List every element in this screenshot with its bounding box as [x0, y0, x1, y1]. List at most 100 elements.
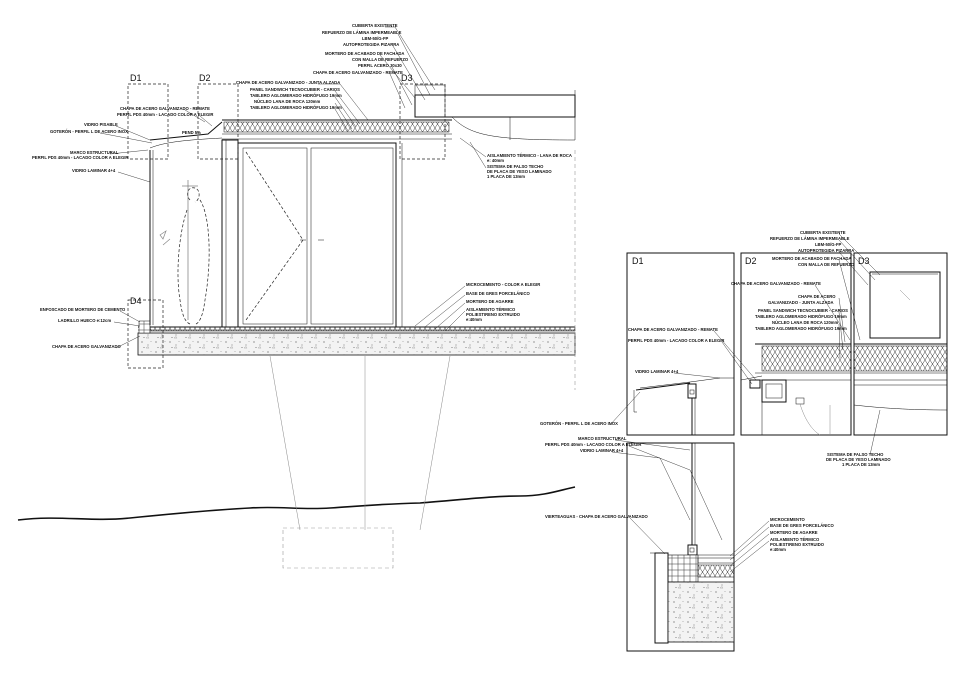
labels-top: CHAPA DE ACERO GALVANIZADO - JUNTA ALZAD… — [236, 80, 342, 110]
annotation-label: 1 PLACA DE 13mm — [842, 462, 880, 467]
annotation-label: GALVANIZADO - JUNTA ALZADA — [768, 300, 834, 305]
annotation-label: LADRILLO HUECO e:12cm — [58, 318, 111, 323]
detail-panel-d4 — [626, 442, 735, 652]
annotation-label: TABLERO AGLOMERADO HIDRÓFUGO 19mm — [755, 326, 847, 331]
annotation-label: SISTEMA DE FALSO TECHO — [827, 452, 884, 457]
shower-figure — [159, 180, 210, 325]
annotation-label: TABLERO AGLOMERADO HIDRÓFUGO 19mm — [755, 314, 847, 319]
detail-box-d3 — [399, 83, 446, 160]
sliding-door — [237, 142, 397, 328]
footing-outline — [282, 527, 394, 569]
annotation-label: AISLAMIENTO TÉRMICO — [770, 537, 820, 542]
detail-labels-d1: CHAPA DE ACERO GALVANIZADO - REMATE PERF… — [540, 327, 724, 426]
annotation-label: MICROCEMENTO - COLOR A ELEGIR — [466, 282, 540, 287]
annotation-label: LBM-50/G-FP — [815, 242, 841, 247]
terrain-line — [17, 486, 576, 521]
annotation-label: NÚCLEO LANA DE ROCA 120mm — [254, 99, 321, 104]
interior-column — [221, 139, 239, 328]
annotation-label: PERFIL ACERO 30x30 — [358, 63, 402, 68]
annotation-label: MORTERO DE AGARRE — [466, 299, 514, 304]
annotation-label: AISLAMIENTO TÉRMICO — [466, 307, 516, 312]
annotation-label: ENFOSCADO DE MORTERO DE CEMENTO — [40, 307, 126, 312]
detail-box-d4 — [127, 299, 164, 369]
annotation-label: GOTERÓN - PERFIL L DE ACERO INOX — [50, 129, 128, 134]
annotation-label: CUBIERTA EXISTENTE — [800, 230, 846, 235]
annotation-label: VIERTEAGUAS - CHAPA DE ACERO GALVANIZADO — [545, 514, 648, 519]
annotation-label: e:40mm — [466, 317, 482, 322]
floor-brick — [138, 320, 151, 334]
annotation-label: GOTERÓN - PERFIL L DE ACERO INOX — [540, 421, 618, 426]
annotation-label: LBM-50/G-FP — [362, 36, 388, 41]
annotation-label: PANEL SANDWICH TECNOCUBIER - CARIOS — [250, 87, 340, 92]
annotation-label: POLIESTIRENO EXTRUIDO — [770, 542, 825, 547]
annotation-label: AISLAMIENTO TÉRMICO - LANA DE ROCA — [487, 153, 572, 158]
annotation-label: CHAPA DE ACERO GALVANIZADO - REMATE — [731, 281, 821, 286]
annotation-label: MORTERO DE ACABADO DE FACHADA — [325, 51, 404, 56]
annotation-label: MARCO ESTRUCTURAL — [578, 436, 627, 441]
annotation-label: AUTOPROTEGIDA PIZARRA — [798, 248, 854, 253]
annotation-label: DE PLACA DE YESO LAMINADO — [487, 169, 552, 174]
annotation-label: TABLERO AGLOMERADO HIDRÓFUGO 19mm — [250, 93, 342, 98]
tag-d1: D1 — [130, 73, 142, 83]
annotation-label: 1 PLACA DE 13mm — [487, 174, 525, 179]
tag-d3: D3 — [401, 73, 413, 83]
annotation-label: CHAPA DE ACERO GALVANIZADO - REMATE — [120, 106, 210, 111]
detail-labels-d2: CUBIERTA EXISTENTE REFUERZO DE LÁMINA IM… — [731, 230, 855, 331]
tag-d2: D2 — [199, 73, 211, 83]
annotation-label: CUBIERTA EXISTENTE — [352, 23, 398, 28]
annotation-label: e: 40mm — [487, 158, 504, 163]
annotation-label: PERFIL PDS 40mm - LACADO COLOR A ELEGIR — [545, 442, 641, 447]
annotation-label: CON MALLA DE REFUERZO — [798, 262, 855, 267]
annotation-label: MARCO ESTRUCTURAL — [70, 150, 119, 155]
annotation-label: PERFIL PDS 40mm - LACADO COLOR A ELEGIR — [32, 155, 128, 160]
annotation-label: PERFIL PDS 40mm - LACADO COLOR A ELEGIR — [628, 338, 724, 343]
annotation-label: AUTOPROTEGIDA PIZARRA — [343, 42, 399, 47]
annotation-label: TABLERO AGLOMERADO HIDRÓFUGO 19mm — [250, 105, 342, 110]
annotation-label: CHAPA DE ACERO GALVANIZADO - REMATE — [313, 70, 403, 75]
main-section: D1 D2 D3 D4 PEND 5% CUBIERTA EXISTENTE R… — [17, 23, 576, 569]
annotation-label: MORTERO DE AGARRE — [770, 530, 818, 535]
annotation-label: CHAPA DE ACERO GALVANIZADO — [52, 344, 122, 349]
labels-floor-right: MICROCEMENTO - COLOR A ELEGIR BASE DE GR… — [466, 282, 540, 322]
detail-panel-d1 — [626, 252, 735, 436]
annotation-label: PERFIL PDS 40mm - LACADO COLOR A ELEGIR — [117, 112, 213, 117]
detail-labels-d4-left: MARCO ESTRUCTURAL PERFIL PDS 40mm - LACA… — [545, 436, 648, 519]
detail-tag-d1: D1 — [632, 256, 644, 266]
support-guides — [269, 355, 451, 531]
roof-sandwich-panel — [223, 121, 450, 133]
slope-note: PEND 5% — [182, 130, 201, 135]
labels-floor-left: ENFOSCADO DE MORTERO DE CEMENTO LADRILLO… — [40, 307, 126, 349]
existing-roof — [414, 94, 576, 118]
annotation-label: REFUERZO DE LÁMINA IMPERMEABLE — [770, 236, 850, 241]
labels-ceiling: AISLAMIENTO TÉRMICO - LANA DE ROCA e: 40… — [487, 153, 572, 179]
annotation-label: BASE DE GRES PORCELÁNICO — [466, 291, 530, 296]
detail-box-d2 — [197, 83, 239, 160]
annotation-label: VIDRIO LAMINAR 4+4 — [580, 448, 624, 453]
detail-box-d1 — [127, 83, 169, 160]
annotation-label: SISTEMA DE FALSO TECHO — [487, 164, 544, 169]
detail-sheet: D1 D2 D3 — [540, 230, 948, 652]
annotation-label: NÚCLEO LANA DE ROCA 120mm — [772, 320, 839, 325]
annotation-label: VIDRIO LAMINAR 4+4 — [72, 168, 116, 173]
annotation-label: PANEL SANDWICH TECNOCUBIER - CARIOS — [758, 308, 848, 313]
annotation-label: CHAPA DE ACERO — [798, 294, 836, 299]
annotation-label: VIDRIO PISABLE — [84, 122, 118, 127]
annotation-label: VIDRIO LAMINAR 4+4 — [635, 369, 679, 374]
detail-labels-d4-right: MICROCEMENTO BASE DE GRES PORCELÁNICO MO… — [770, 517, 834, 552]
detail-tag-d2: D2 — [745, 256, 757, 266]
annotation-label: POLIESTIRENO EXTRUIDO — [466, 312, 521, 317]
annotation-label: BASE DE GRES PORCELÁNICO — [770, 523, 834, 528]
annotation-label: DE PLACA DE YESO LAMINADO — [826, 457, 891, 462]
labels-left: CHAPA DE ACERO GALVANIZADO - REMATE PERF… — [32, 106, 213, 173]
annotation-label: MICROCEMENTO — [770, 517, 806, 522]
annotation-label: CON MALLA DE REFUERZO — [352, 57, 409, 62]
annotation-label: MORTERO DE ACABADO DE FACHADA — [772, 256, 851, 261]
detail-labels-ceiling: SISTEMA DE FALSO TECHO DE PLACA DE YESO … — [826, 452, 891, 467]
floor-insulation — [149, 326, 576, 332]
annotation-label: REFUERZO DE LÁMINA IMPERMEABLE — [322, 30, 402, 35]
floor-slab — [137, 332, 576, 356]
labels-right: CUBIERTA EXISTENTE REFUERZO DE LÁMINA IM… — [313, 23, 409, 75]
annotation-label: CHAPA DE ACERO GALVANIZADO - JUNTA ALZAD… — [236, 80, 340, 85]
annotation-label: e:40mm — [770, 547, 786, 552]
